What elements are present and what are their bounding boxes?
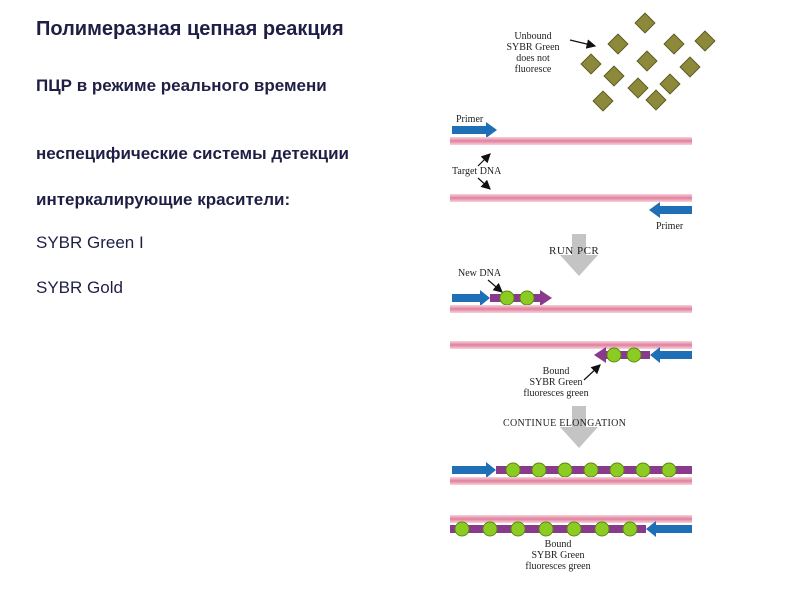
bound-label-line-3: fluoresces green <box>523 388 588 399</box>
bound-dye <box>567 522 581 536</box>
bound-dye <box>610 463 624 477</box>
bound-dye <box>595 522 609 536</box>
bound-label-line-1: Bound <box>543 366 570 377</box>
primer-top-label: Primer <box>456 114 484 125</box>
bound-label-2-line-3: fluoresces green <box>525 561 590 572</box>
unbound-dye <box>581 54 601 74</box>
bound-label-line-2: SYBR Green <box>529 377 582 388</box>
unbound-dye <box>646 90 666 110</box>
new-dna-label: New DNA <box>458 268 502 279</box>
unbound-label-line-1: Unbound <box>514 31 551 42</box>
bound-dye <box>584 463 598 477</box>
bound-dye <box>636 463 650 477</box>
bound-dye <box>607 348 621 362</box>
dna-strand-top <box>450 137 692 145</box>
primer-stage2-bottom-arrow <box>650 347 692 363</box>
target-pointer-up <box>478 154 490 166</box>
bound-label-2-line-1: Bound <box>545 539 572 550</box>
primer-bottom-label: Primer <box>656 221 684 232</box>
unbound-dye <box>593 91 613 111</box>
unbound-dye <box>695 31 715 51</box>
bound-dye <box>627 348 641 362</box>
new-dna-bottom <box>594 347 650 363</box>
dna-strand-stage2-top <box>450 305 692 313</box>
bound-dye <box>623 522 637 536</box>
unbound-pointer-arrow <box>570 40 595 46</box>
unbound-dye <box>660 74 680 94</box>
primer-stage3-bottom-arrow <box>646 521 692 537</box>
unbound-dye <box>628 78 648 98</box>
dna-strand-stage2-bottom <box>450 341 692 349</box>
primer-stage3-top-arrow <box>452 462 496 478</box>
bound-dye <box>455 522 469 536</box>
bound-dye <box>539 522 553 536</box>
bound-dye <box>532 463 546 477</box>
unbound-dye <box>608 34 628 54</box>
bound-dye <box>506 463 520 477</box>
bound-label-2-line-2: SYBR Green <box>531 550 584 561</box>
bound-dye <box>483 522 497 536</box>
unbound-label-line-3: does not <box>516 53 550 64</box>
new-dna-pointer <box>488 280 502 292</box>
unbound-dye <box>680 57 700 77</box>
bound-dye <box>511 522 525 536</box>
dna-strand-stage3-top <box>450 477 692 485</box>
unbound-dye-group <box>581 13 715 111</box>
primer-bottom-arrow <box>649 202 692 218</box>
bound-dye <box>500 291 514 305</box>
bound-dye <box>520 291 534 305</box>
unbound-label-line-4: fluoresce <box>515 64 552 75</box>
target-pointer-down <box>478 178 490 189</box>
unbound-dye <box>637 51 657 71</box>
unbound-dye <box>664 34 684 54</box>
unbound-dye <box>635 13 655 33</box>
unbound-dye <box>604 66 624 86</box>
dna-strand-bottom <box>450 194 692 202</box>
run-pcr-label: RUN PCR <box>549 245 599 257</box>
bound-dye <box>662 463 676 477</box>
primer-stage2-top-arrow <box>452 290 490 306</box>
continue-elongation-label: CONTINUE ELONGATION <box>503 418 626 429</box>
bound-dye <box>558 463 572 477</box>
bound-pointer <box>584 365 600 380</box>
unbound-label-line-2: SYBR Green <box>506 42 559 53</box>
target-dna-label: Target DNA <box>452 166 502 177</box>
